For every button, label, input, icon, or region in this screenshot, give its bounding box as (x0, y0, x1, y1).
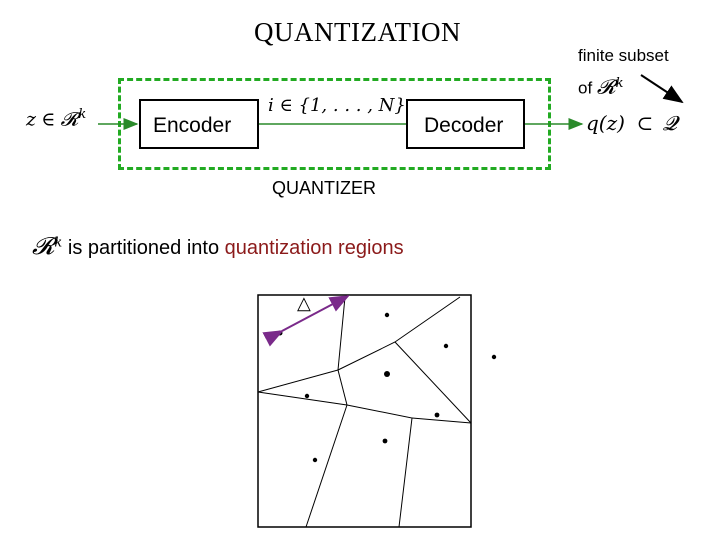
codepoint (382, 438, 388, 444)
boundary-8 (411, 417, 472, 424)
codepoints (277, 312, 497, 463)
input-exp: k (78, 107, 87, 122)
boundary-1 (337, 296, 346, 371)
encoder-box: Encoder (139, 99, 259, 149)
encoder-label: Encoder (153, 114, 232, 137)
output-set-symbol: 𝓠 (662, 111, 678, 135)
input-label: z ∈ 𝓡k (26, 107, 86, 131)
annotation-line2: of 𝓡k (578, 70, 669, 103)
input-var: z (26, 108, 37, 131)
boundary-7 (305, 404, 348, 528)
partition-exp: k (54, 235, 63, 251)
codepoint (384, 371, 390, 377)
input-space-symbol: 𝓡 (60, 108, 79, 131)
partition-highlight: quantization regions (224, 237, 404, 259)
index-label: i ∈ {1, . . . , N} (268, 95, 406, 116)
partition-space-symbol: 𝓡 (32, 232, 55, 260)
codepoint (434, 412, 440, 418)
output-label: q(z) ⊂ 𝓠 (586, 111, 677, 136)
codepoint (277, 330, 283, 336)
codepoint (312, 457, 318, 463)
output-subset-symbol: ⊂ (636, 111, 654, 135)
boundary-6 (257, 391, 413, 528)
boundary-3 (337, 296, 461, 371)
annotation-space-symbol: 𝓡 (596, 74, 616, 99)
boundary-5 (337, 369, 348, 406)
quantizer-label: QUANTIZER (272, 178, 377, 198)
codepoint (304, 393, 310, 399)
boundary-4 (394, 341, 472, 424)
annotation-line1: finite subset (578, 46, 669, 65)
input-in-symbol: ∈ (41, 108, 56, 131)
decoder-label: Decoder (424, 114, 504, 137)
codepoint (384, 312, 390, 318)
partition-sentence: 𝓡k is partitioned into quantization regi… (32, 232, 404, 260)
partition-square (257, 294, 472, 528)
partition-prefix: is partitioned into (62, 237, 225, 259)
delta-arrow (262, 295, 350, 347)
annotation-arrow (640, 74, 684, 104)
boundary-2 (257, 369, 339, 393)
annotation-exp: k (615, 76, 624, 91)
region-boundaries (257, 296, 472, 528)
annotation-of: of (578, 78, 593, 98)
decoder-box: Decoder (406, 99, 525, 149)
annotation-finite-subset: finite subset of 𝓡k (578, 42, 669, 103)
codepoint (443, 343, 449, 349)
diagram-title: QUANTIZATION (254, 17, 461, 47)
output-q: q(z) (586, 111, 625, 135)
codepoint (491, 354, 497, 360)
